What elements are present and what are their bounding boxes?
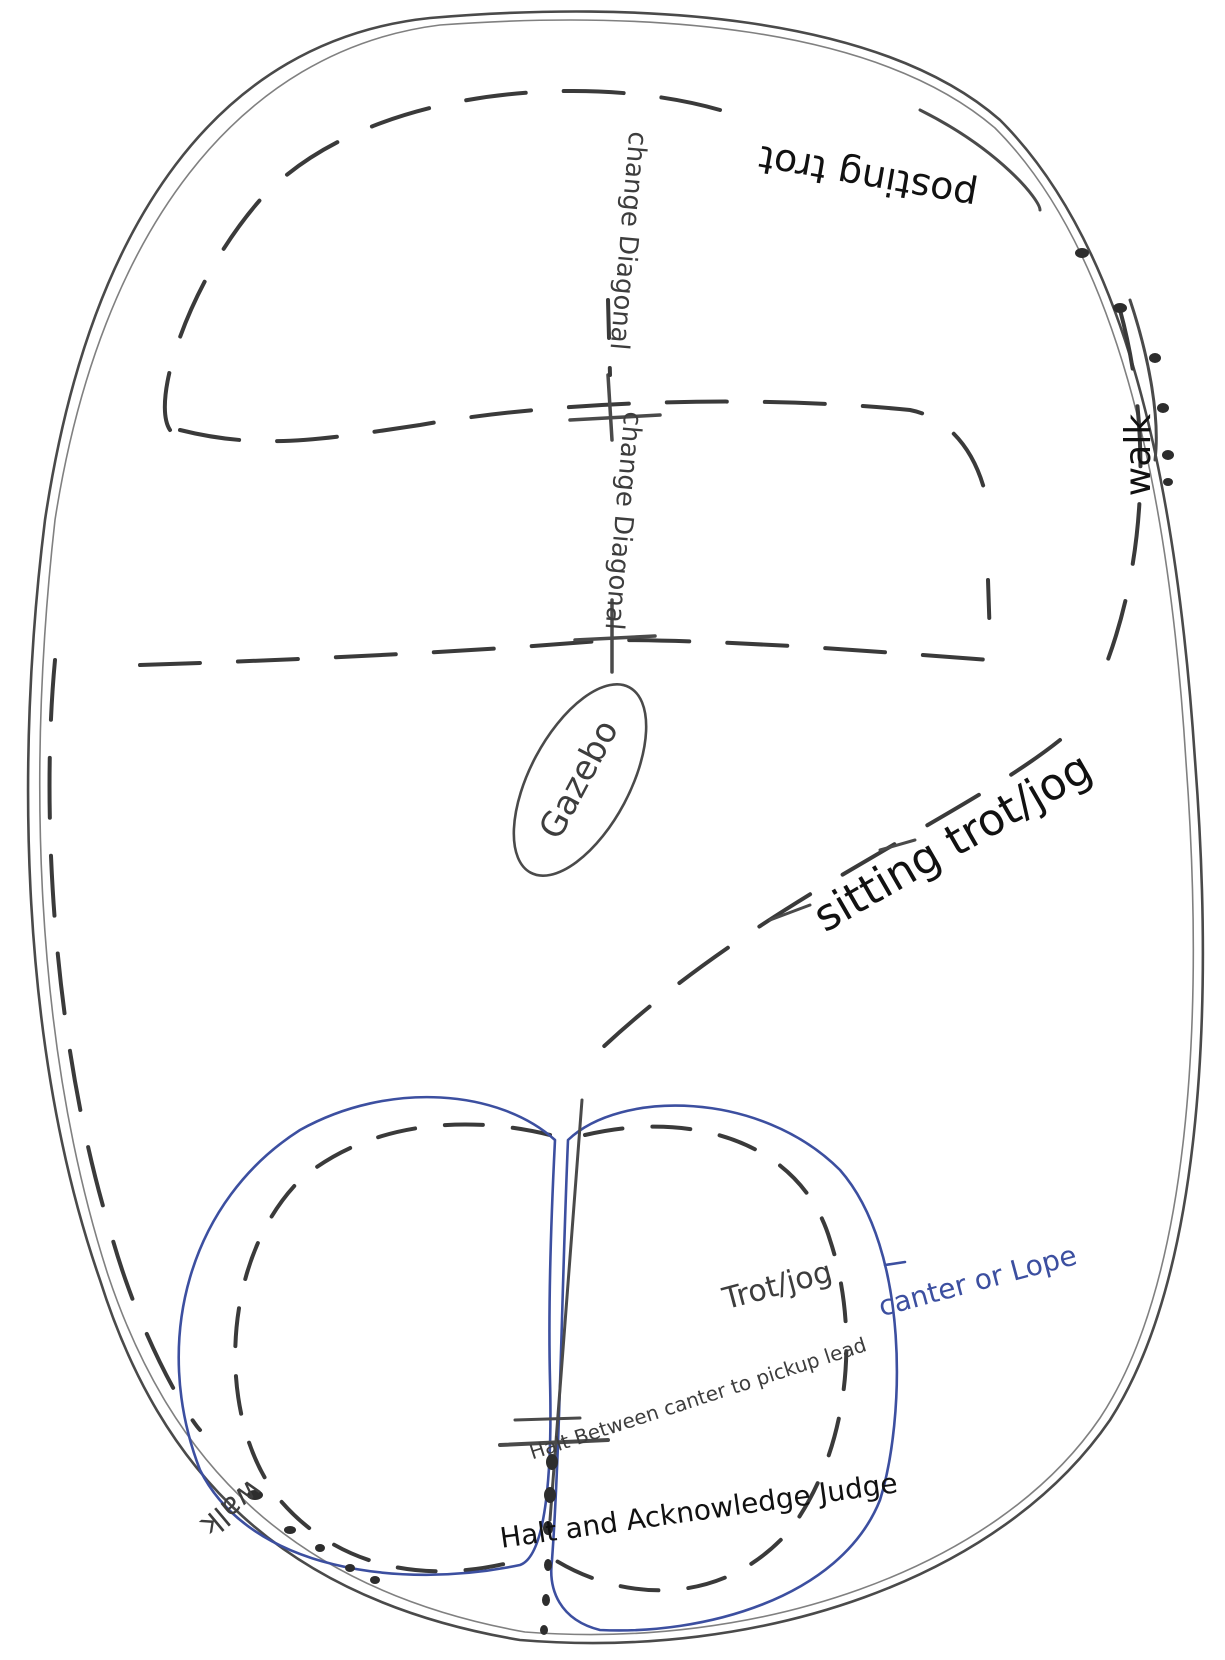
change-diagonal-mid-label: change Diagonal — [598, 410, 647, 631]
upper-cross-line — [180, 375, 990, 520]
black-pen-strokes — [770, 110, 1156, 920]
sitting-trot-jog-label: sitting trot/jog — [805, 742, 1101, 942]
trot-jog-label: Trot/jog — [718, 1254, 836, 1317]
posting-trot-label: posting trot — [755, 137, 980, 219]
canter-or-lope-label: canter or Lope — [875, 1239, 1080, 1324]
gazebo-oval: Gazebo — [487, 664, 674, 896]
halt-and-acknowledge-label: Halt and Acknowledge Judge — [498, 1466, 900, 1554]
change-diagonal-top-label: change Diagonal — [603, 130, 652, 351]
gazebo-label: Gazebo — [531, 713, 627, 845]
walk-label-right: walk — [1118, 414, 1159, 497]
left-pencil-circle — [235, 1124, 550, 1571]
right-blue-circle — [551, 1106, 905, 1631]
lower-cross-line — [140, 580, 990, 672]
halt-between-label: Halt Between canter to pickup lead — [526, 1332, 869, 1464]
